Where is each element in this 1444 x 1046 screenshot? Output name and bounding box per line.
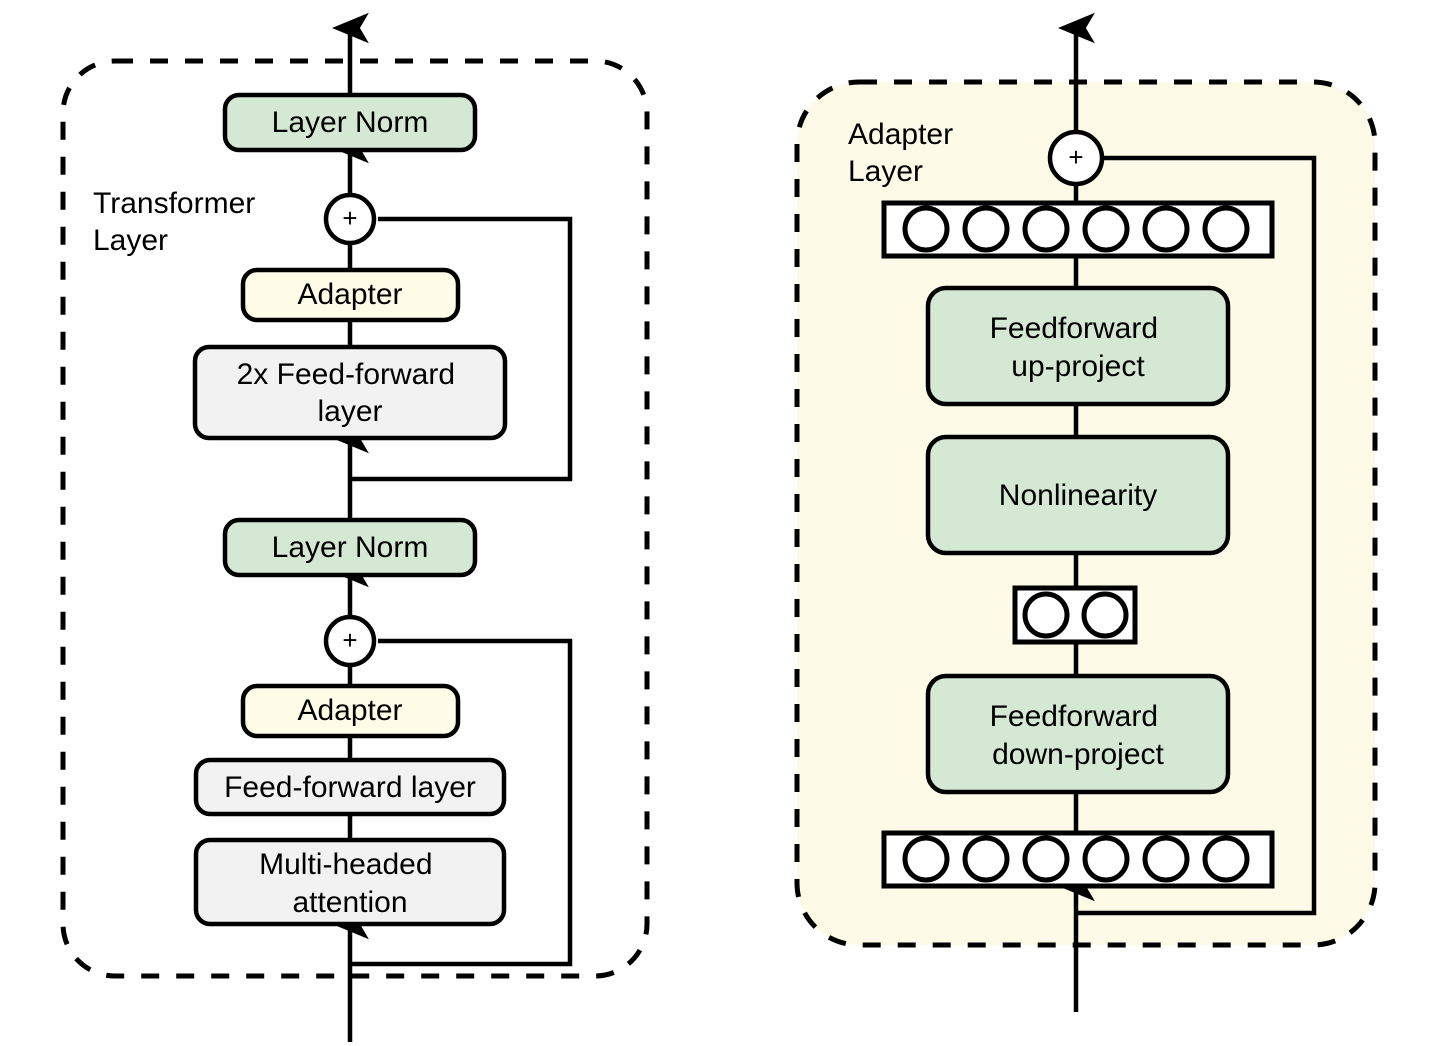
feed-forward-2x-box[interactable] (192, 344, 508, 441)
node-circle (962, 205, 1010, 253)
feedforward-up-project-label: Feedforward up-project (990, 312, 1167, 383)
node-circle (1202, 205, 1250, 253)
node-circle (1022, 835, 1070, 883)
layer-norm-mid-label: Layer Norm (272, 531, 429, 564)
feed-forward-layer-box[interactable] (193, 757, 507, 817)
node-adapter-top[interactable]: Adapter (240, 267, 461, 323)
node-circle (1142, 205, 1190, 253)
node-circle (1022, 205, 1070, 253)
feedforward-down-project-box[interactable] (925, 673, 1231, 795)
transformer-layer-title-line2: Layer (93, 224, 168, 257)
node-circle (1082, 205, 1130, 253)
node-nonlinearity[interactable]: Nonlinearity (925, 434, 1231, 556)
residual-add-top-label: + (342, 203, 357, 233)
right-panel-group: Adapter Layer (794, 12, 1378, 1012)
layer-norm-top-label: Layer Norm (272, 106, 429, 139)
feedforward-down-project-label: Feedforward down-project (990, 700, 1167, 771)
adapter-bottom-box[interactable] (240, 683, 461, 739)
adapter-residual-add-label: + (1068, 142, 1083, 172)
adapter-residual-line (1076, 155, 1317, 916)
node-circle (902, 835, 950, 883)
feedforward-up-project-box[interactable] (925, 285, 1231, 407)
node-circle (1081, 591, 1129, 639)
node-circle (962, 835, 1010, 883)
node-multi-headed-attention[interactable]: Multi-headed attention (193, 837, 507, 927)
nonlinearity-box[interactable] (925, 434, 1231, 556)
adapter-output-node-row[interactable] (881, 200, 1275, 259)
adapter-layer-title-line2: Layer (848, 155, 923, 188)
residual-add-bottom-circle[interactable] (323, 614, 377, 668)
residual-line-lower (350, 638, 573, 967)
node-circle (1202, 835, 1250, 883)
residual-add-bottom-label: + (342, 625, 357, 655)
left-panel-group: Transformer Layer Mu (60, 12, 650, 1042)
adapter-layer-dashed-boundary (794, 79, 1378, 948)
transformer-layer-title: Transformer Layer (93, 187, 264, 257)
feed-forward-layer-label: Feed-forward layer (224, 771, 476, 804)
adapter-bottleneck-node-row[interactable] (1012, 585, 1138, 645)
adapter-residual-add-circle[interactable] (1047, 129, 1105, 187)
node-circle (1022, 591, 1070, 639)
node-adapter-bottom[interactable]: Adapter (240, 683, 461, 739)
node-feedforward-up-project[interactable]: Feedforward up-project (925, 285, 1231, 407)
nonlinearity-label: Nonlinearity (999, 479, 1157, 512)
multi-headed-attention-label: Multi-headed attention (259, 848, 441, 919)
node-feed-forward-layer[interactable]: Feed-forward layer (193, 757, 507, 817)
node-feedforward-down-project[interactable]: Feedforward down-project (925, 673, 1231, 795)
residual-add-top-circle[interactable] (323, 192, 377, 246)
node-residual-add-bottom[interactable]: + (323, 614, 377, 668)
node-layer-norm-top[interactable]: Layer Norm (222, 92, 478, 153)
transformer-layer-title-line1: Transformer (93, 187, 255, 220)
node-2x-feed-forward-layer[interactable]: 2x Feed-forward layer (192, 344, 508, 441)
layer-norm-top-box[interactable] (222, 92, 478, 153)
node-adapter-residual-add[interactable]: + (1047, 129, 1105, 187)
node-circle (902, 205, 950, 253)
node-circle (1082, 835, 1130, 883)
residual-line-upper (350, 216, 573, 482)
adapter-top-box[interactable] (240, 267, 461, 323)
transformer-layer-dashed-boundary (60, 58, 650, 979)
layer-norm-mid-box[interactable] (222, 517, 478, 578)
adapter-top-label: Adapter (297, 278, 402, 311)
node-residual-add-top[interactable]: + (323, 192, 377, 246)
adapter-layer-title: Adapter Layer (848, 118, 961, 188)
feed-forward-2x-label: 2x Feed-forward layer (237, 358, 464, 428)
adapter-input-node-row[interactable] (881, 830, 1275, 889)
adapter-layer-title-line1: Adapter (848, 118, 953, 151)
node-circle (1142, 835, 1190, 883)
adapter-bottom-label: Adapter (297, 694, 402, 727)
multi-headed-attention-box[interactable] (193, 837, 507, 927)
node-layer-norm-mid[interactable]: Layer Norm (222, 517, 478, 578)
